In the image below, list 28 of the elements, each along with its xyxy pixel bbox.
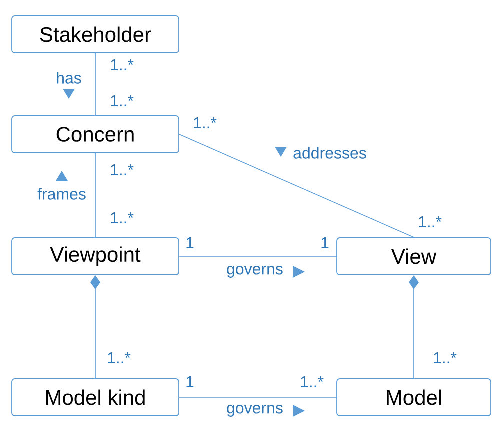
edge-label: frames [38, 188, 86, 200]
association-line [179, 256, 337, 257]
association-line [95, 153, 96, 238]
multiplicity-label: 1..* [111, 60, 134, 70]
edge-label: governs [227, 266, 283, 278]
multiplicity-label: 1..* [301, 376, 324, 388]
multiplicity-label: 1..* [419, 216, 442, 228]
multiplicity-label: 1..* [111, 96, 134, 106]
multiplicity-label: 1 [186, 376, 194, 388]
multiplicity-label: 1..* [108, 352, 131, 364]
edge-label: addresses [294, 147, 366, 159]
association-line [95, 53, 96, 116]
class-box: Model kind [12, 378, 180, 416]
class-box: Model [336, 378, 492, 416]
multiplicity-label: 1..* [111, 164, 134, 176]
class-box: Concern [12, 116, 180, 154]
class-box: Stakeholder [12, 16, 180, 54]
multiplicity-label: 1..* [194, 118, 217, 128]
multiplicity-label: 1 [186, 238, 194, 248]
multiplicity-label: 1..* [434, 352, 457, 364]
class-box: View [336, 238, 492, 276]
association-line [179, 134, 414, 238]
association-line [179, 397, 337, 398]
class-box: Viewpoint [12, 238, 180, 276]
edge-label: has [57, 72, 82, 84]
multiplicity-label: 1..* [111, 212, 134, 224]
multiplicity-label: 1 [322, 238, 329, 248]
edge-label: governs [227, 405, 283, 417]
